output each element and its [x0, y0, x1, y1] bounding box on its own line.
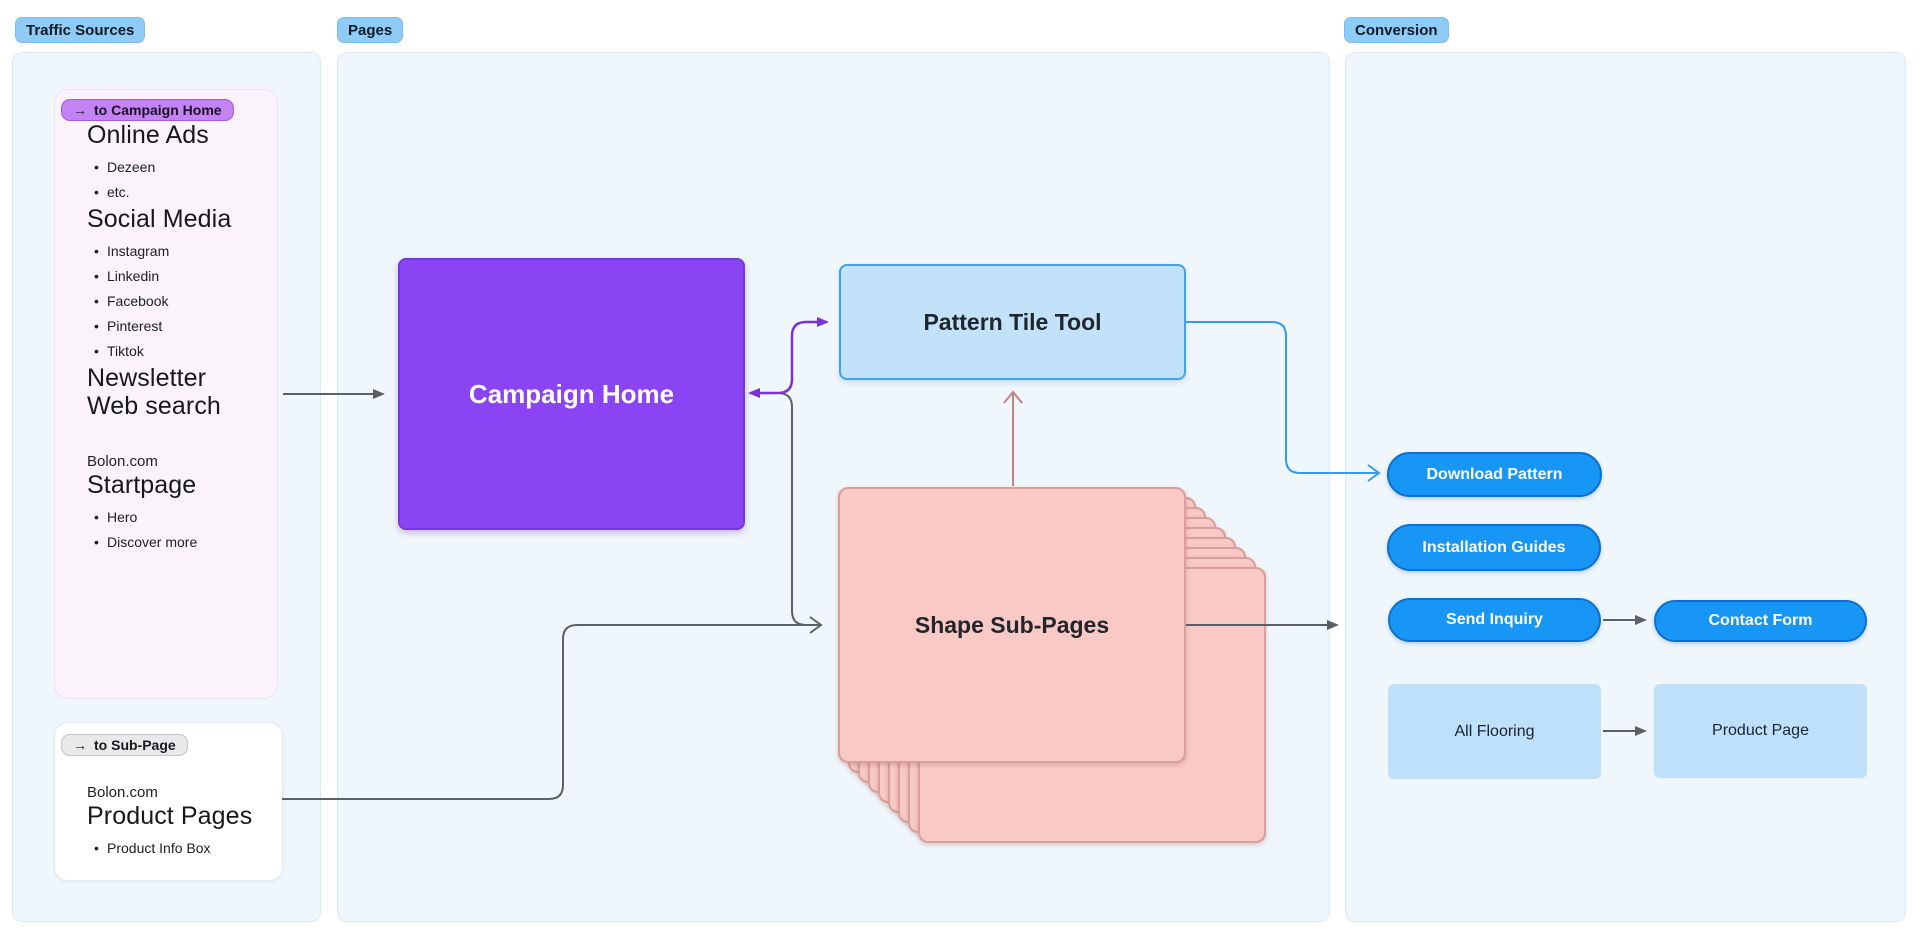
tag-label: to Campaign Home — [94, 102, 222, 118]
heading-social-media: Social Media — [87, 205, 232, 233]
node-label: Shape Sub-Pages — [914, 611, 1110, 638]
to-campaign-home-tag[interactable]: → to Campaign Home — [61, 99, 234, 121]
button-label: Installation Guides — [1422, 538, 1566, 556]
to-sub-page-tag[interactable]: → to Sub-Page — [61, 734, 188, 756]
campaign-home-node[interactable]: Campaign Home — [398, 258, 745, 530]
list-item: Hero — [94, 505, 277, 530]
button-label: Contact Form — [1708, 612, 1813, 629]
arrow-right-icon: → — [73, 102, 87, 118]
list-item: Discover more — [94, 530, 277, 555]
section-badge-traffic-sources[interactable]: Traffic Sources — [15, 17, 146, 43]
tag-label: to Sub-Page — [94, 737, 176, 753]
node-label: Campaign Home — [468, 378, 675, 409]
installation-guides-button[interactable]: Installation Guides — [1387, 524, 1601, 571]
heading-online-ads: Online Ads — [87, 121, 209, 149]
contact-form-button[interactable]: Contact Form — [1654, 600, 1867, 642]
section-badge-conversion[interactable]: Conversion — [1344, 17, 1449, 43]
download-pattern-button[interactable]: Download Pattern — [1387, 452, 1602, 497]
button-label: Download Pattern — [1426, 465, 1563, 483]
button-label: Send Inquiry — [1446, 611, 1543, 628]
shape-sub-pages-stack: Shape Sub-Pages — [838, 487, 1266, 843]
list-item: Product Info Box — [94, 836, 282, 861]
section-badge-pages[interactable]: Pages — [337, 17, 404, 43]
list-item: Facebook — [94, 289, 277, 314]
online-ads-list: Dezeen etc. — [61, 155, 277, 205]
list-item: Instagram — [94, 239, 277, 264]
heading-newsletter: Newsletter — [87, 364, 207, 392]
arrow-right-icon: → — [73, 737, 87, 753]
heading-product-pages: Product Pages — [87, 802, 253, 830]
node-label: Pattern Tile Tool — [923, 308, 1102, 335]
list-item: Dezeen — [94, 155, 277, 180]
heading-startpage: Startpage — [87, 471, 197, 499]
heading-web-search: Web search — [87, 392, 221, 420]
list-item: Linkedin — [94, 264, 277, 289]
traffic-sources-card[interactable]: → to Campaign Home Online Ads Dezeen etc… — [54, 89, 278, 699]
shape-sub-pages-node[interactable]: Shape Sub-Pages — [838, 487, 1186, 763]
startpage-list: Hero Discover more — [61, 505, 277, 555]
product-pages-list: Product Info Box — [61, 836, 282, 861]
node-label: Product Page — [1712, 722, 1809, 739]
kicker-bolon-com: Bolon.com — [87, 453, 158, 470]
list-item: Pinterest — [94, 314, 277, 339]
kicker-bolon-com: Bolon.com — [87, 784, 158, 801]
traffic-sources-panel[interactable]: → to Campaign Home Online Ads Dezeen etc… — [12, 52, 321, 922]
list-item: Tiktok — [94, 339, 277, 364]
product-pages-card[interactable]: → to Sub-Page Bolon.com Product Pages Pr… — [54, 722, 283, 881]
social-media-list: Instagram Linkedin Facebook Pinterest Ti… — [61, 239, 277, 364]
pattern-tile-tool-node[interactable]: Pattern Tile Tool — [839, 264, 1186, 380]
node-label: All Flooring — [1454, 722, 1535, 740]
list-item: etc. — [94, 180, 277, 205]
product-page-node[interactable]: Product Page — [1654, 684, 1867, 778]
all-flooring-node[interactable]: All Flooring — [1388, 684, 1601, 779]
send-inquiry-button[interactable]: Send Inquiry — [1388, 598, 1601, 642]
